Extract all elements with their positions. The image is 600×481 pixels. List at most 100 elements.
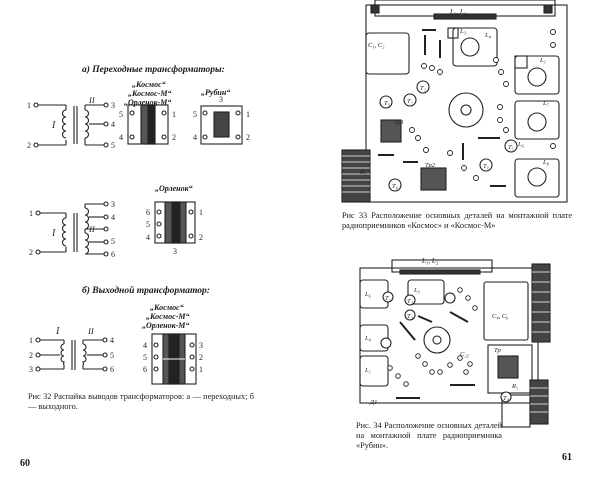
- svg-text:II: II: [88, 95, 96, 105]
- svg-text:L₃: L₃: [413, 287, 420, 294]
- svg-text:1: 1: [27, 101, 31, 110]
- svg-text:5: 5: [111, 237, 115, 246]
- svg-text:1: 1: [172, 110, 176, 119]
- transformer-schematic-1: [38, 104, 104, 146]
- board-diagrams: L₁, L₂ L₃ L₄ L₅ L₇ L₈ L₆ T₃ T₁ T₂ T₇ T₅ T₆ Тр1Тр…: [341, 0, 568, 428]
- transformer-schematic-2: [40, 203, 104, 255]
- svg-text:L₁, L₂: L₁, L₂: [449, 8, 467, 16]
- svg-text:2: 2: [27, 141, 31, 150]
- svg-text:T₃: T₃: [384, 100, 390, 107]
- svg-text:Тр2: Тр2: [425, 162, 436, 169]
- svg-text:6: 6: [110, 365, 114, 374]
- svg-text:T₂: T₂: [420, 85, 427, 92]
- svg-text:6: 6: [111, 250, 115, 259]
- svg-text:I: I: [55, 326, 60, 337]
- svg-text:2: 2: [199, 233, 203, 242]
- svg-text:R₁: R₁: [359, 169, 366, 176]
- model-label: „Орленок-М“: [124, 98, 172, 107]
- model-label: „Орленок-М“: [142, 321, 190, 330]
- svg-text:L₆: L₆: [364, 291, 371, 298]
- svg-text:5: 5: [110, 351, 114, 360]
- svg-text:L₅: L₅: [539, 57, 546, 64]
- circuit-board-kosmos: [341, 0, 568, 203]
- svg-text:4: 4: [146, 233, 150, 242]
- svg-text:5: 5: [146, 220, 150, 229]
- svg-text:L₁, L₂: L₁, L₂: [421, 257, 439, 265]
- svg-text:3: 3: [219, 95, 223, 104]
- svg-text:4: 4: [119, 133, 123, 142]
- svg-text:R₅: R₅: [511, 383, 518, 390]
- svg-text:3: 3: [173, 247, 177, 256]
- svg-text:2: 2: [246, 133, 250, 142]
- svg-text:Тр1: Тр1: [394, 119, 404, 126]
- svg-text:2: 2: [29, 351, 33, 360]
- figure-33-caption: Рис 33 Расположение основных деталей на …: [342, 211, 572, 230]
- svg-text:4: 4: [111, 213, 115, 222]
- svg-text:Тр: Тр: [494, 347, 501, 354]
- svg-text:4: 4: [111, 120, 115, 129]
- circuit-board-rubin: [359, 259, 551, 428]
- model-label: „Космос“: [150, 303, 184, 312]
- svg-text:3: 3: [111, 200, 115, 209]
- svg-text:T₃: T₃: [407, 313, 413, 320]
- page-number: 60: [20, 458, 30, 469]
- board-1-labels: L₁, L₂ L₃ L₄ L₅ L₇ L₈ L₆ T₃ T₁ T₂ T₇ T₅ T₆ Тр1Тр…: [359, 8, 550, 190]
- svg-text:C₂₂: C₂₂: [460, 351, 470, 358]
- svg-text:4: 4: [110, 336, 114, 345]
- figure-32-caption: Рис 32 Распайка выводов трансформаторов:…: [28, 392, 254, 411]
- page-number: 61: [562, 452, 572, 463]
- svg-text:Д1: Д1: [369, 399, 377, 406]
- left-page: а) Переходные трансформаторы: „Космос“ „…: [20, 65, 254, 469]
- figure-34-caption: Рис. 34 Расположение основных деталей на…: [356, 421, 502, 450]
- svg-text:6: 6: [143, 365, 147, 374]
- svg-text:L₃: L₃: [459, 28, 466, 35]
- transformer-module-output: [151, 333, 197, 385]
- svg-text:T₁: T₁: [385, 295, 391, 302]
- transformer-module-orlenok: [154, 201, 196, 244]
- svg-text:T₅: T₅: [508, 144, 514, 151]
- svg-text:2: 2: [29, 248, 33, 257]
- svg-text:5: 5: [193, 110, 197, 119]
- svg-text:L₈: L₈: [542, 159, 549, 166]
- svg-text:T₄: T₄: [503, 395, 510, 402]
- section-a-title: а) Переходные трансформаторы:: [82, 65, 225, 75]
- svg-text:L₅: L₅: [364, 367, 371, 374]
- svg-text:T₇: T₇: [483, 163, 490, 170]
- svg-text:4: 4: [143, 341, 147, 350]
- transformer-schematic-3: [40, 339, 103, 370]
- svg-text:T₁: T₁: [407, 98, 413, 105]
- svg-text:6: 6: [146, 208, 150, 217]
- svg-text:3: 3: [199, 341, 203, 350]
- svg-text:2: 2: [172, 133, 176, 142]
- svg-text:I: I: [51, 228, 56, 239]
- svg-text:I: I: [51, 120, 56, 131]
- svg-text:II: II: [88, 224, 96, 234]
- svg-text:L₄: L₄: [484, 32, 492, 39]
- svg-text:L₄: L₄: [364, 335, 372, 342]
- svg-text:3: 3: [111, 101, 115, 110]
- svg-text:1: 1: [29, 336, 33, 345]
- transformer-module-rubin: [200, 105, 243, 145]
- svg-text:1: 1: [199, 208, 203, 217]
- svg-text:L₇: L₇: [542, 100, 550, 107]
- transformer-module-1: [127, 104, 169, 145]
- section-b-title: б) Выходной трансформатор:: [82, 286, 210, 296]
- transformer-diagrams: 1 2 3 4 5 I II 5 4 1 2 3: [27, 95, 250, 385]
- svg-text:L₆: L₆: [517, 141, 524, 148]
- model-label: „Орленок“: [155, 184, 193, 193]
- svg-text:4: 4: [193, 133, 197, 142]
- svg-text:1: 1: [246, 110, 250, 119]
- svg-text:T₆: T₆: [392, 183, 398, 190]
- svg-text:C₁, C₂: C₁, C₂: [368, 42, 385, 49]
- model-label: „Космос-М“: [146, 312, 190, 321]
- model-label: „Рубин“: [201, 88, 231, 97]
- model-label: „Космос-М“: [128, 89, 172, 98]
- svg-text:1: 1: [29, 209, 33, 218]
- svg-text:3: 3: [29, 365, 33, 374]
- svg-text:5: 5: [143, 353, 147, 362]
- svg-text:1: 1: [199, 365, 203, 374]
- svg-text:II: II: [87, 326, 95, 336]
- model-label: „Космос“: [132, 80, 166, 89]
